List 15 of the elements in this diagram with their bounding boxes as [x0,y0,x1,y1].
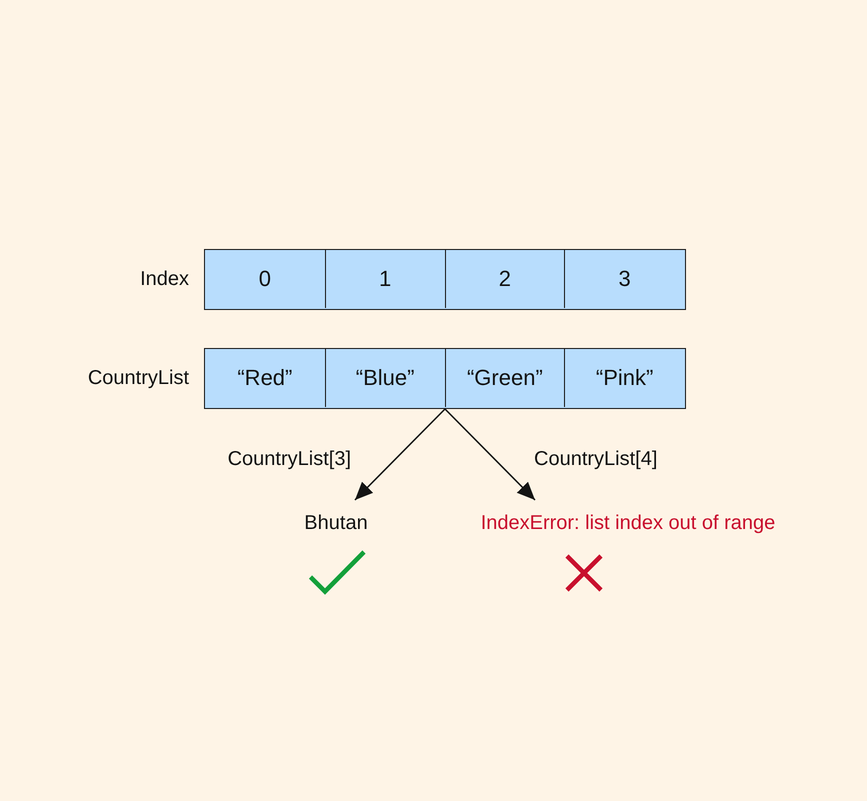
result-value: Bhutan [304,511,368,535]
row-label: Index [140,267,189,291]
row-label: CountryList [88,366,189,390]
error-message: IndexError: list index out of range [480,511,776,535]
cell-value: 0 [258,266,271,292]
cell-value: “Blue” [356,365,414,391]
arrow [354,408,446,501]
cell-value: “Green” [466,365,543,391]
cell-value: 1 [379,266,392,292]
cell-value: 2 [498,266,511,292]
cell-value: “Red” [237,365,292,391]
cell-value: 3 [618,266,631,292]
arrow [444,408,536,501]
cell-value: “Pink” [596,365,654,391]
array-cell [444,250,564,308]
